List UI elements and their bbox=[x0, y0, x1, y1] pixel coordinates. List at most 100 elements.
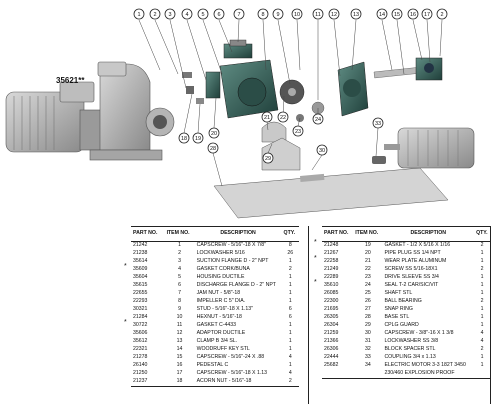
part-number-cell: 21278 bbox=[133, 354, 148, 361]
header-item-no: ITEM NO. bbox=[353, 226, 383, 242]
quantity-cell: 26 bbox=[287, 250, 294, 257]
part-number-cell: 26305 bbox=[324, 314, 339, 321]
quantity-cell: 2 bbox=[480, 266, 484, 273]
part-number-cell: 21250 bbox=[133, 370, 148, 377]
part-number-cell: 22444 bbox=[324, 354, 339, 361]
callout-21: 21 bbox=[261, 111, 273, 123]
item-number-cell: 26 bbox=[364, 298, 371, 305]
quantity-cell: 6 bbox=[288, 306, 292, 313]
item-number-cell: 2 bbox=[178, 250, 182, 257]
item-number-cell: 9 bbox=[178, 306, 182, 313]
item-number-cell: 14 bbox=[176, 346, 183, 353]
part-number-cell: 35604 bbox=[133, 274, 148, 281]
item-number-cell: 4 bbox=[178, 266, 182, 273]
description-cell: DRIVE SLEEVE SS 3/4 bbox=[384, 274, 439, 281]
description-cell: IMPELLER C 5" DIA. bbox=[196, 298, 246, 305]
part-number-cell: 22289 bbox=[324, 274, 339, 281]
part-number-cell: 21267 bbox=[324, 250, 339, 257]
part-number-cell: 35609 bbox=[133, 266, 148, 273]
quantity-cell: 1 bbox=[480, 258, 484, 265]
quantity-cell: 1 bbox=[288, 282, 292, 289]
description-cell: HEXNUT - 5/16"-18 bbox=[196, 314, 242, 321]
callout-18: 18 bbox=[178, 132, 190, 144]
description-cell: CAPSCREW - 3/8"-16 X 1 3/8 bbox=[384, 330, 454, 337]
description-cell: 230/460 EXPLOSION PROOF bbox=[382, 370, 475, 379]
part-number-cell: 22300 bbox=[324, 298, 339, 305]
callout-15: 15 bbox=[391, 8, 403, 20]
description-cell: ELECTRIC MOTOR 3-3 182T 3450 bbox=[384, 362, 466, 369]
part-number-cell: 35610 bbox=[324, 282, 339, 289]
wear-part-marker: * bbox=[314, 239, 317, 246]
quantity-cell: 1 bbox=[288, 338, 292, 345]
header-part-no: PART NO. bbox=[322, 226, 354, 242]
quantity-cell: 2 bbox=[480, 298, 484, 305]
callout-19: 19 bbox=[192, 132, 204, 144]
part-number-cell: 30722 bbox=[133, 322, 148, 329]
svg-text:28: 28 bbox=[210, 146, 216, 152]
callout-9: 9 bbox=[272, 8, 284, 20]
description-cell: WEAR PLATE ALUMINUM bbox=[384, 258, 447, 265]
callout-3: 3 bbox=[164, 8, 176, 20]
item-number-cell: 6 bbox=[178, 282, 182, 289]
callout-13: 13 bbox=[350, 8, 362, 20]
svg-text:16: 16 bbox=[410, 12, 416, 18]
quantity-cell: 1 bbox=[480, 322, 484, 329]
svg-text:13: 13 bbox=[353, 12, 359, 18]
description-cell: ACORN NUT - 5/16"-18 bbox=[194, 378, 282, 387]
part-number-cell: 21695 bbox=[324, 306, 339, 313]
item-number-cell: 8 bbox=[178, 298, 182, 305]
svg-text:21: 21 bbox=[264, 115, 270, 121]
assembled-pump-image bbox=[5, 61, 175, 161]
callout-23: 23 bbox=[292, 125, 304, 137]
quantity-cell: 4 bbox=[288, 354, 292, 361]
svg-text:5: 5 bbox=[201, 12, 204, 18]
part-number-cell: 26085 bbox=[324, 290, 339, 297]
description-cell: CAPSCREW - 5/16"-18 X 7/8" bbox=[196, 242, 266, 249]
quantity-cell: 1 bbox=[480, 362, 484, 369]
svg-text:7: 7 bbox=[237, 12, 240, 18]
quantity-cell: 4 bbox=[480, 330, 484, 337]
svg-text:17: 17 bbox=[424, 12, 430, 18]
svg-text:33: 33 bbox=[375, 121, 381, 127]
quantity-cell: 1 bbox=[480, 274, 484, 281]
svg-text:30: 30 bbox=[319, 148, 325, 154]
svg-text:2: 2 bbox=[153, 12, 156, 18]
quantity-cell: 4 bbox=[288, 370, 292, 377]
callout-33: 33 bbox=[372, 117, 384, 129]
callout-2b: 2 bbox=[436, 8, 448, 20]
callout-6: 6 bbox=[213, 8, 225, 20]
part-number-cell: 21249 bbox=[324, 266, 339, 273]
wear-part-marker: * bbox=[124, 263, 127, 270]
part-number-cell: 21242 bbox=[133, 242, 148, 249]
description-cell: BALL BEARING bbox=[384, 298, 422, 305]
part-number-cell: 26140 bbox=[133, 362, 148, 369]
item-number-cell: 16 bbox=[176, 362, 183, 369]
item-number-cell: 34 bbox=[364, 362, 371, 369]
quantity-cell: 2 bbox=[288, 266, 292, 273]
wear-part-marker: * bbox=[314, 255, 317, 262]
parts-table-right: PART NO. ITEM NO. DESCRIPTION QTY. 21248… bbox=[322, 226, 490, 379]
item-number-cell: 17 bbox=[176, 370, 183, 377]
part-number-cell: 35615 bbox=[133, 282, 148, 289]
description-cell: GASKET CORK/BUNA bbox=[196, 266, 250, 273]
svg-text:22: 22 bbox=[280, 115, 286, 121]
description-cell: HOUSING DUCTILE bbox=[196, 274, 245, 281]
description-cell: LOCKWASHER 5/16 bbox=[196, 250, 245, 257]
exploded-view-illustration: 1 2 3 4 5 6 7 8 9 10 11 12 13 14 15 16 1… bbox=[5, 8, 475, 219]
description-cell: WOODRUFF KEY STL bbox=[196, 346, 250, 353]
table-header-row: PART NO. ITEM NO. DESCRIPTION QTY. bbox=[322, 226, 490, 242]
